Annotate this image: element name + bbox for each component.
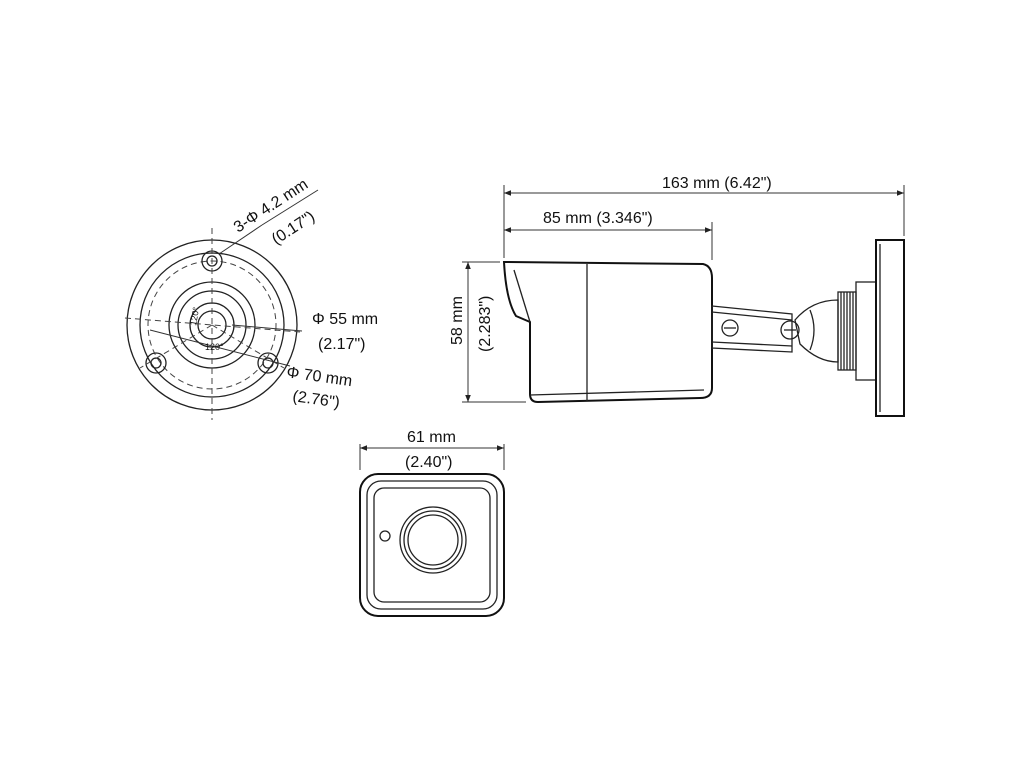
bracket-screw-2 [780,320,800,340]
lens-ring [403,510,463,570]
locking-ring [837,291,857,371]
hole-leader-ext [261,189,319,226]
front-shell-inner [366,480,498,610]
total-length-label: 163 mm (6.42") [662,175,772,192]
ir-sensor [379,530,391,542]
hole-leader [218,224,263,255]
width-mm-label: 61 mm [407,429,456,446]
body-length-label: 85 mm (3.346") [543,210,653,227]
angle-label-a: 120° [188,306,201,326]
base-view: 3-Φ 4.2 mm (0.17") Φ 55 mm (2.17") Φ 70 … [124,176,378,420]
ball-joint-curve [809,309,815,351]
ball-joint [794,299,839,363]
angle-line-left [139,324,213,369]
angle-line-right [211,324,285,369]
height-inch-label: (2.283") [477,296,494,352]
front-view: 61 mm (2.40") [359,429,505,617]
housing-bottom-line [529,389,705,396]
bracket-arm-bottom-line [711,341,793,347]
d70-leader [149,329,291,367]
angle-label-b: 120° [205,342,224,352]
camera-housing [502,260,713,404]
front-outer-shell [359,473,505,617]
bracket-arm [711,305,793,353]
d55-leader [231,324,303,332]
width-inch-label: (2.40") [405,454,452,471]
mount-plate [875,239,905,417]
lens-outer-ring [399,506,467,574]
d55-inch-label: (2.17") [318,336,365,353]
base-collar [855,281,877,381]
sunshield-edge [513,269,531,323]
bracket-screw-1 [721,319,739,337]
front-glass [373,487,491,603]
hole-inch-label: (0.17") [269,208,318,248]
d70-inch-label: (2.76") [291,388,340,411]
d55-label: Φ 55 mm [312,311,378,328]
lens [407,514,459,566]
side-view: 163 mm (6.42") 85 mm (3.346") 58 mm (2.2… [449,175,905,417]
bracket-arm-top-line [711,311,793,321]
d70-label: Φ 70 mm [285,364,353,390]
height-mm-label: 58 mm [449,296,466,345]
